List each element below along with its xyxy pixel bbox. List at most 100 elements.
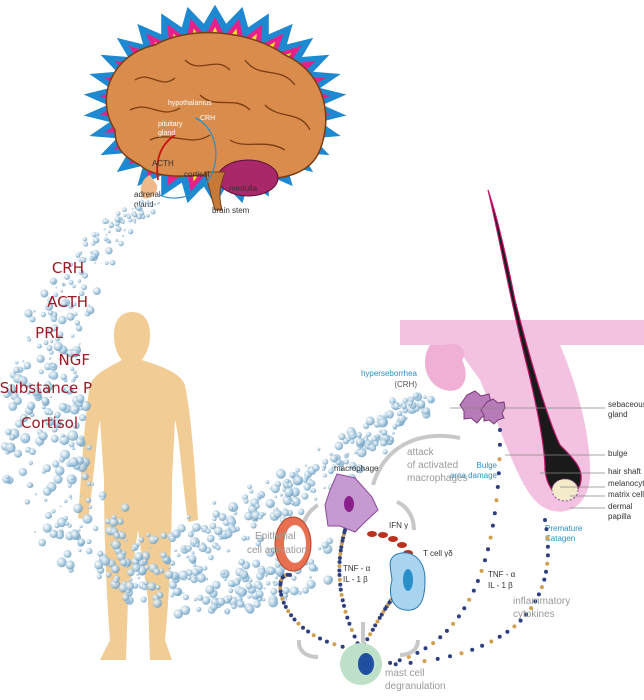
bubble: [15, 419, 23, 428]
bubble: [54, 336, 61, 342]
bubble: [174, 549, 177, 552]
bubble: [186, 575, 192, 581]
bubble: [90, 253, 97, 259]
bubble: [125, 565, 128, 569]
hormone-ngf: NGF: [59, 351, 90, 369]
bubble: [197, 594, 204, 601]
bubble: [56, 557, 67, 568]
bubble: [68, 441, 75, 448]
bubble: [223, 577, 227, 581]
bubble: [412, 392, 419, 399]
bubble: [52, 279, 56, 284]
bubble: [19, 414, 29, 423]
cytokine-dot: [338, 548, 343, 553]
bubble: [68, 457, 79, 468]
bubble: [48, 357, 52, 360]
bubble: [200, 567, 204, 571]
bubble: [137, 576, 141, 580]
label-inflammatory: inflammatory: [513, 596, 570, 607]
bubble: [135, 205, 142, 211]
cytokine-dot: [340, 644, 345, 649]
bubble: [123, 213, 127, 218]
bubble: [148, 204, 152, 207]
bubble: [111, 564, 120, 574]
bubble: [59, 529, 63, 532]
cytokine-dot: [296, 621, 301, 626]
bubble: [344, 453, 347, 456]
bubble: [50, 361, 53, 365]
label-catagen: Catagen: [545, 534, 575, 543]
bubble: [391, 401, 394, 405]
bubble: [399, 402, 403, 407]
bubble: [331, 464, 336, 469]
bubble: [114, 216, 121, 223]
cytokine-dot: [339, 545, 344, 549]
bubble: [64, 385, 74, 395]
bubble: [45, 416, 55, 427]
cytokine-dot: [518, 618, 523, 623]
bubble: [242, 494, 248, 501]
cytokine-dot: [375, 619, 380, 624]
bubble: [334, 441, 344, 451]
cytokine-dot: [288, 573, 292, 577]
bubble: [48, 410, 54, 416]
bubble: [372, 440, 379, 447]
cytokine-dot: [524, 612, 529, 617]
bubble: [82, 513, 93, 524]
bubble: [134, 552, 144, 562]
bubble: [73, 370, 77, 375]
bubble: [381, 429, 388, 436]
bubble: [358, 441, 362, 445]
bubble: [168, 566, 171, 569]
bubble: [322, 473, 328, 478]
bubble: [141, 584, 148, 591]
bubble: [53, 474, 63, 484]
bubble: [147, 582, 157, 591]
bubble: [23, 361, 32, 370]
bubble: [94, 560, 104, 570]
bubble: [15, 361, 19, 365]
cytokine-dot: [365, 637, 370, 642]
bubble: [247, 595, 251, 599]
bubble: [322, 458, 329, 465]
bubble: [96, 574, 102, 580]
cytokine-dot: [536, 592, 541, 597]
bubble: [365, 416, 375, 426]
bubble: [64, 273, 70, 280]
bubble: [8, 434, 16, 441]
bubble: [391, 431, 395, 435]
bubble: [329, 469, 333, 474]
bubble: [402, 397, 408, 404]
bubble: [141, 216, 145, 220]
bubble: [201, 541, 204, 544]
bubble: [63, 549, 72, 558]
bubble: [230, 526, 237, 533]
bubble: [8, 402, 18, 411]
bubble: [233, 511, 238, 516]
bubble: [52, 418, 62, 428]
bubble: [429, 398, 433, 402]
cytokine-dot: [339, 592, 344, 597]
bubble: [180, 605, 191, 615]
label-cytokines: cytokines: [513, 609, 555, 620]
bubble: [312, 463, 320, 472]
cytokine-dot: [286, 609, 291, 614]
cytokine-dot: [345, 615, 350, 620]
bubble: [49, 529, 58, 538]
cytokine-dot: [388, 660, 393, 665]
bubble: [164, 570, 174, 579]
bubble: [70, 334, 75, 338]
bubble: [291, 575, 297, 581]
bubble: [145, 200, 150, 205]
bubble: [212, 500, 217, 505]
bubble: [263, 587, 266, 590]
bubble: [366, 441, 371, 446]
bubble: [49, 339, 54, 343]
bubble: [255, 590, 264, 598]
bubble: [98, 491, 107, 500]
bubble: [302, 587, 309, 594]
bubble: [193, 575, 197, 579]
cytokine-dot: [545, 544, 550, 549]
bubble: [60, 433, 65, 438]
label-cell-activation: cell activation: [247, 545, 307, 556]
